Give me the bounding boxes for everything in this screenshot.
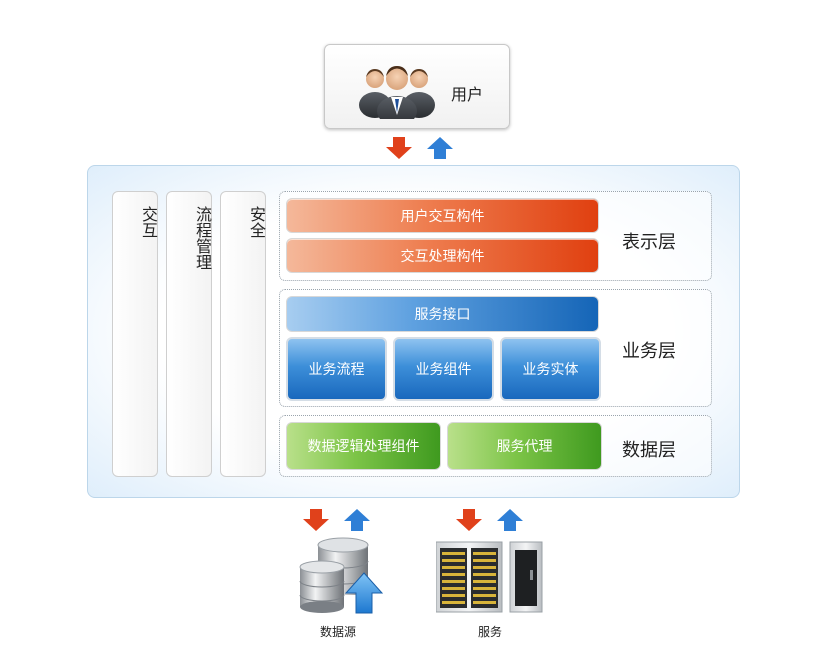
- presentation-layer-label: 表示层: [622, 232, 676, 253]
- service-interface: 服务接口: [286, 296, 599, 332]
- side-column-label: 交互: [139, 206, 158, 238]
- up-arrow-icon: [427, 137, 453, 159]
- side-column-security: 安全: [220, 191, 266, 477]
- business-layer: 服务接口 业务流程 业务组件 业务实体 业务层: [279, 289, 712, 407]
- data-logic-component: 数据逻辑处理组件: [286, 422, 441, 470]
- user-interaction-component: 用户交互构件: [286, 198, 599, 233]
- database-icon: [299, 537, 384, 614]
- data-layer-label: 数据层: [622, 440, 676, 461]
- user-label: 用户: [451, 85, 484, 104]
- up-arrow-icon: [344, 509, 370, 531]
- business-entity: 业务实体: [500, 337, 601, 401]
- business-process: 业务流程: [286, 337, 387, 401]
- server-icon: [436, 541, 543, 613]
- user-node: 用户: [324, 44, 510, 129]
- service-proxy: 服务代理: [447, 422, 602, 470]
- down-arrow-icon: [386, 137, 412, 159]
- data-layer: 数据逻辑处理组件 服务代理 数据层: [279, 415, 712, 477]
- business-component: 业务组件: [393, 337, 494, 401]
- up-arrow-icon: [497, 509, 523, 531]
- down-arrow-icon: [303, 509, 329, 531]
- side-column-process-management: 流程管理: [166, 191, 212, 477]
- business-layer-label: 业务层: [622, 341, 676, 362]
- down-arrow-icon: [456, 509, 482, 531]
- side-column-label: 安全: [247, 206, 266, 238]
- datasource-label: 数据源: [320, 625, 357, 639]
- users-icon: [359, 66, 435, 119]
- interaction-processing-component: 交互处理构件: [286, 238, 599, 273]
- side-column-interaction: 交互: [112, 191, 158, 477]
- side-column-label: 流程管理: [193, 206, 212, 270]
- service-label: 服务: [478, 625, 503, 639]
- presentation-layer: 用户交互构件 交互处理构件 表示层: [279, 191, 712, 281]
